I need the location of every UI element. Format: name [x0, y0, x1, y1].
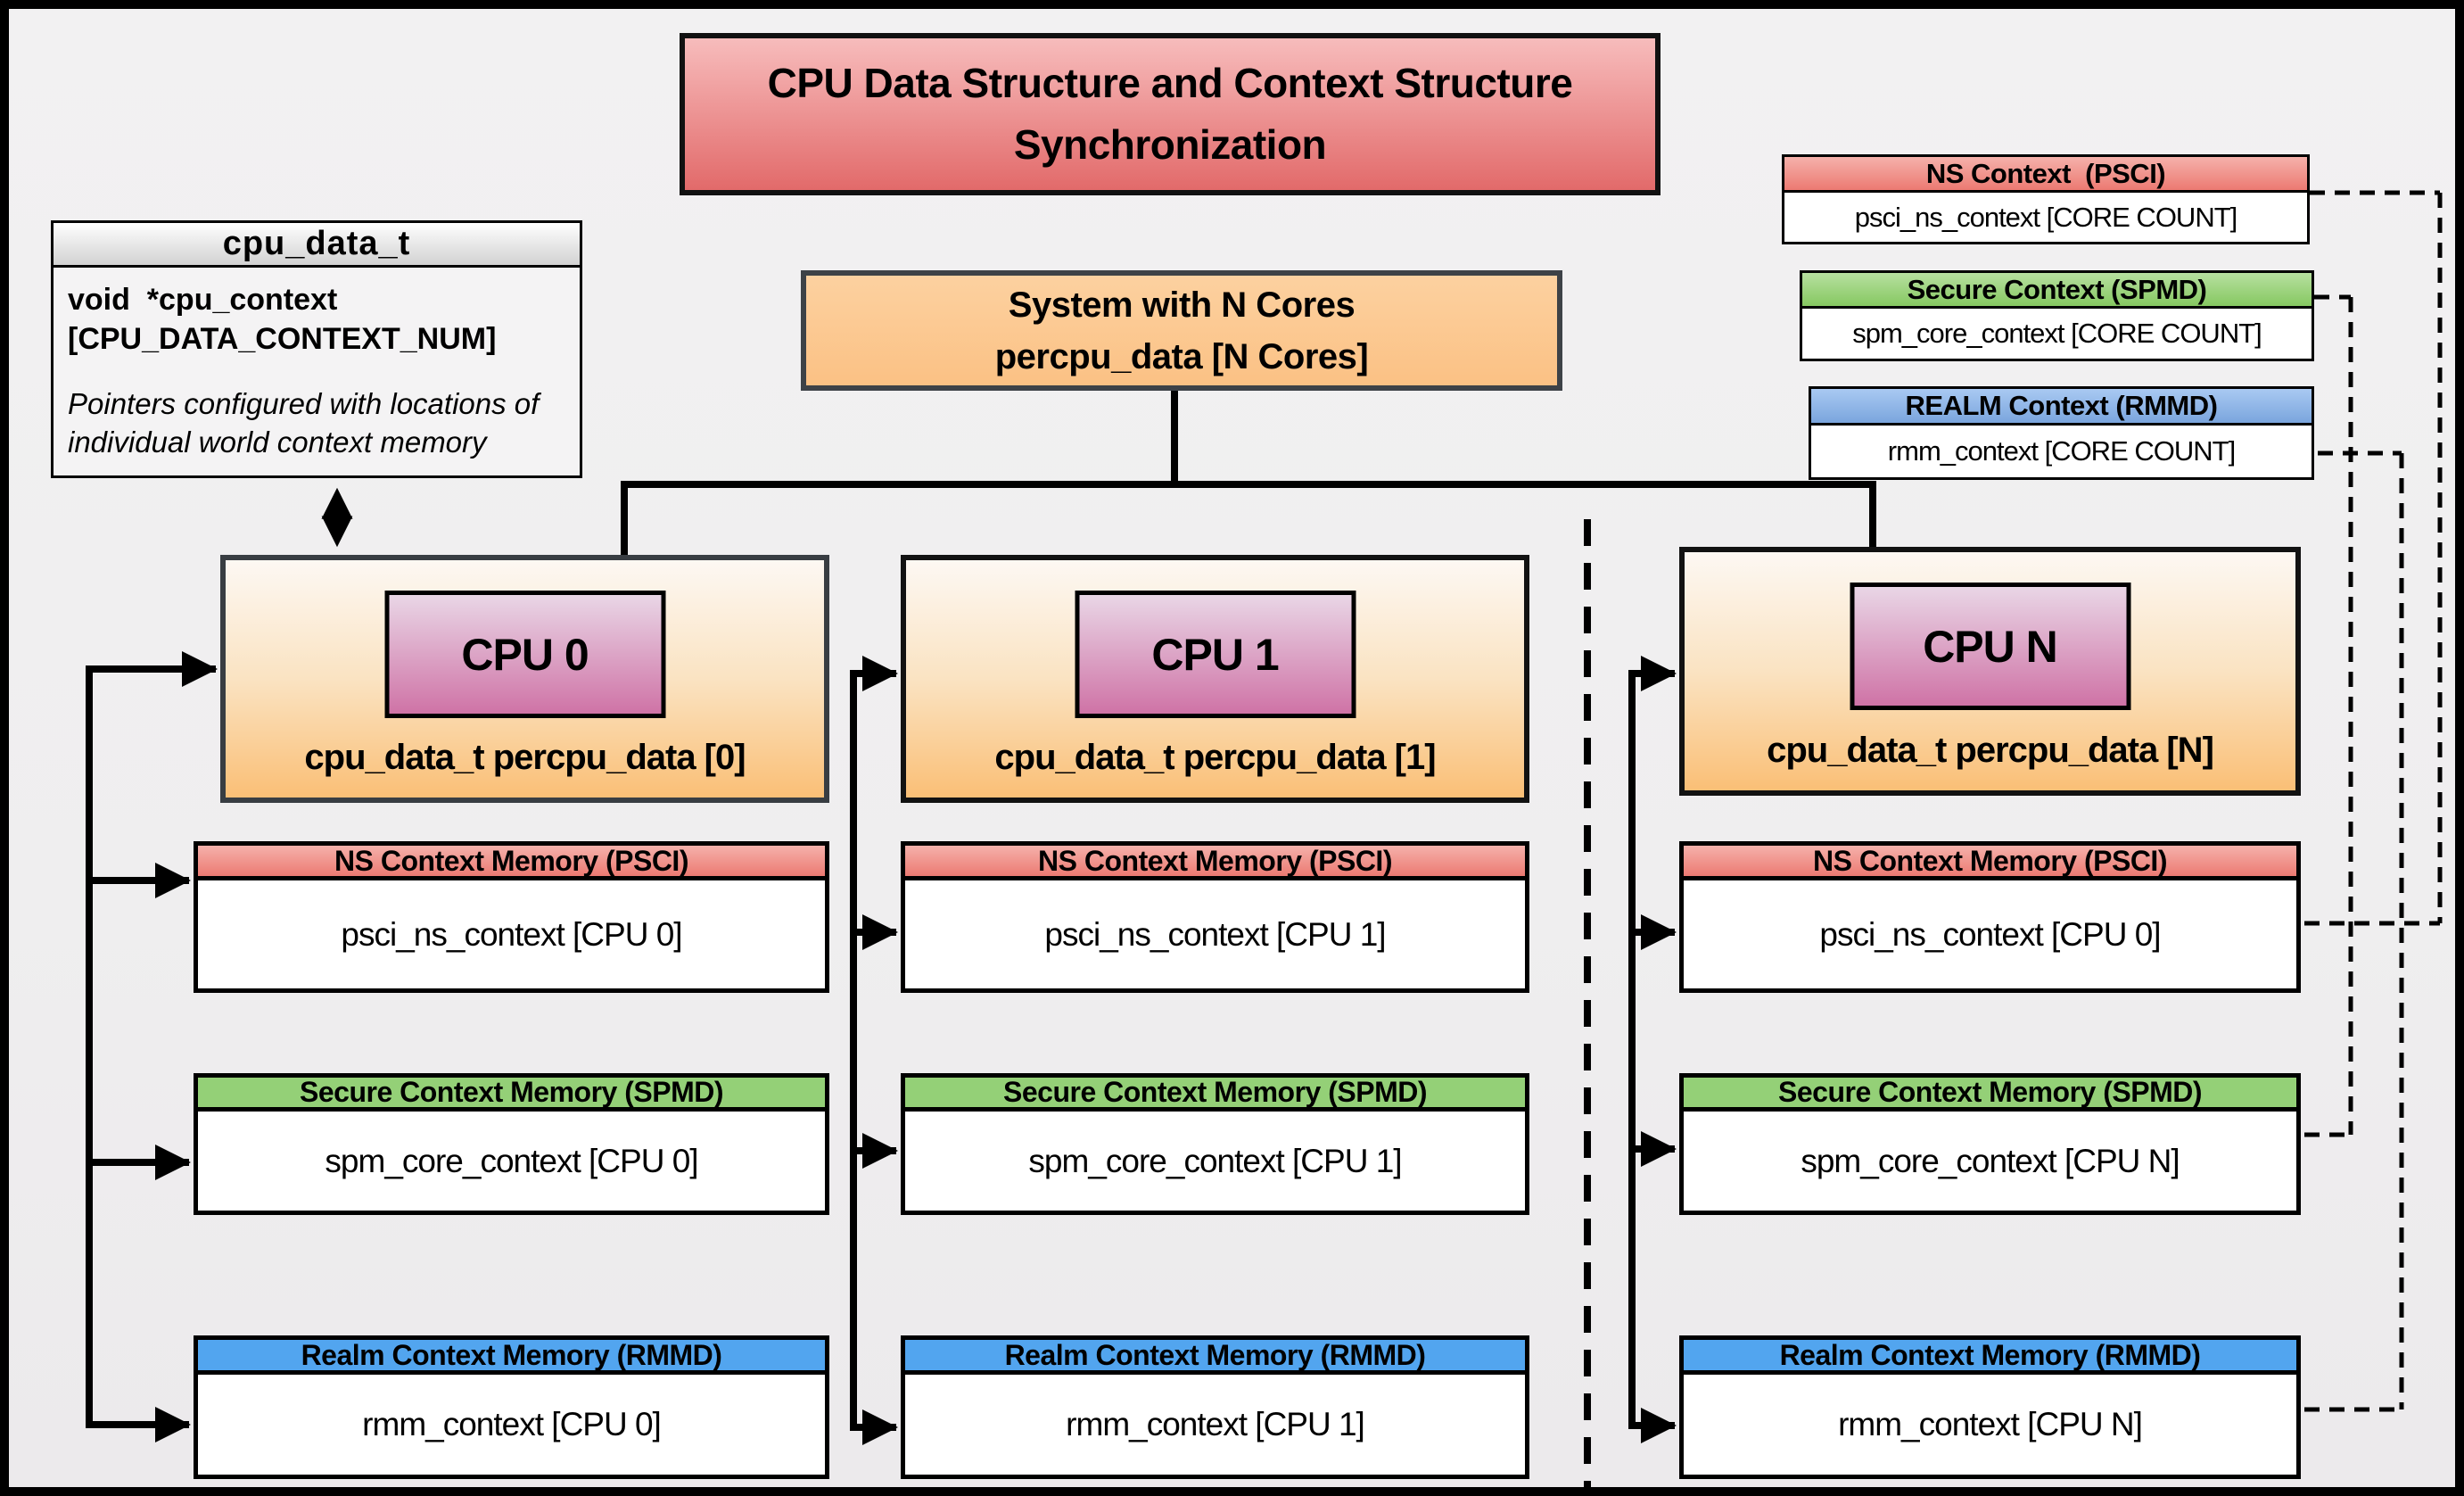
legend-ns-header: NS Context (PSCI) [1782, 154, 2310, 193]
cpu0-secure-context-memory-box: Secure Context Memory (SPMD) spm_core_co… [194, 1073, 829, 1215]
cpu1-secure-memory-body: spm_core_context [CPU 1] [901, 1112, 1529, 1215]
legend-secure-context: Secure Context (SPMD) spm_core_context [… [1800, 270, 2314, 361]
system-box: System with N Cores percpu_data [N Cores… [801, 270, 1562, 391]
cpu0-ns-memory-body: psci_ns_context [CPU 0] [194, 880, 829, 993]
legend-secure-body: spm_core_context [CORE COUNT] [1800, 309, 2314, 361]
cpu1-realm-memory-header: Realm Context Memory (RMMD) [901, 1335, 1529, 1375]
cpuN-secure-memory-header: Secure Context Memory (SPMD) [1679, 1073, 2301, 1112]
cpu1-pointer-bus [850, 656, 898, 1445]
cpuN-pointer-bus [1628, 656, 1677, 1443]
cpuN-ns-memory-header: NS Context Memory (PSCI) [1679, 841, 2301, 880]
cpu0-ns-memory-header: NS Context Memory (PSCI) [194, 841, 829, 880]
cpu1-box: CPU 1 cpu_data_t percpu_data [1] [901, 555, 1529, 803]
cpu-data-t-note: Pointers configured with locations of in… [68, 387, 540, 459]
diagram-title: CPU Data Structure and Context Structure… [680, 33, 1661, 195]
cpu0-ns-context-memory-box: NS Context Memory (PSCI) psci_ns_context… [194, 841, 829, 993]
cpuN-realm-memory-body: rmm_context [CPU N] [1679, 1375, 2301, 1479]
legend-realm-context: REALM Context (RMMD) rmm_context [CORE C… [1809, 386, 2314, 480]
cpu1-ns-memory-header: NS Context Memory (PSCI) [901, 841, 1529, 880]
cpu0-box: CPU 0 cpu_data_t percpu_data [0] [220, 555, 829, 803]
legend-ns-context: NS Context (PSCI) psci_ns_context [CORE … [1782, 154, 2310, 244]
cpu-data-t-struct-box: cpu_data_t void *cpu_context [CPU_DATA_C… [51, 220, 582, 478]
cpu0-realm-memory-body: rmm_context [CPU 0] [194, 1375, 829, 1479]
system-tree-connector [621, 387, 1876, 555]
cpuN-box: CPU N cpu_data_t percpu_data [N] [1679, 547, 2301, 796]
cpu1-label: CPU 1 [1075, 591, 1356, 718]
cpuN-secure-memory-body: spm_core_context [CPU N] [1679, 1112, 2301, 1215]
cpu0-label: CPU 0 [384, 591, 665, 718]
cpuN-secure-context-memory-box: Secure Context Memory (SPMD) spm_core_co… [1679, 1073, 2301, 1215]
cpu0-percpu-data: cpu_data_t percpu_data [0] [304, 738, 746, 777]
legend-link-ns-dashed [2304, 190, 2443, 926]
cpuN-realm-memory-header: Realm Context Memory (RMMD) [1679, 1335, 2301, 1375]
legend-secure-header: Secure Context (SPMD) [1800, 270, 2314, 309]
cpu-context-field-line2: [CPU_DATA_CONTEXT_NUM] [68, 322, 497, 357]
cpu-data-t-body: void *cpu_context [CPU_DATA_CONTEXT_NUM]… [51, 268, 582, 478]
cpu-context-field-line1: void *cpu_context [68, 283, 338, 317]
cpu1-realm-context-memory-box: Realm Context Memory (RMMD) rmm_context … [901, 1335, 1529, 1479]
cpu1-secure-context-memory-box: Secure Context Memory (SPMD) spm_core_co… [901, 1073, 1529, 1215]
legend-ns-body: psci_ns_context [CORE COUNT] [1782, 193, 2310, 244]
legend-link-realm-dashed [2304, 450, 2404, 1412]
system-box-line1: System with N Cores [1008, 285, 1356, 325]
cpuN-ns-memory-body: psci_ns_context [CPU 0] [1679, 880, 2301, 993]
cpuN-label: CPU N [1850, 583, 2130, 710]
cpu1-secure-memory-header: Secure Context Memory (SPMD) [901, 1073, 1529, 1112]
cpu1-ns-memory-body: psci_ns_context [CPU 1] [901, 880, 1529, 993]
cpu1-percpu-data: cpu_data_t percpu_data [1] [994, 738, 1436, 777]
cpuN-realm-context-memory-box: Realm Context Memory (RMMD) rmm_context … [1679, 1335, 2301, 1479]
cpu0-realm-memory-header: Realm Context Memory (RMMD) [194, 1335, 829, 1375]
cpu0-pointer-bus [86, 651, 218, 1442]
cpu0-secure-memory-body: spm_core_context [CPU 0] [194, 1112, 829, 1215]
cpu-data-t-header: cpu_data_t [51, 220, 582, 268]
cpu0-secure-memory-header: Secure Context Memory (SPMD) [194, 1073, 829, 1112]
legend-realm-body: rmm_context [CORE COUNT] [1809, 426, 2314, 480]
system-box-line2: percpu_data [N Cores] [994, 336, 1369, 376]
legend-realm-header: REALM Context (RMMD) [1809, 386, 2314, 426]
cpu0-realm-context-memory-box: Realm Context Memory (RMMD) rmm_context … [194, 1335, 829, 1479]
cpuN-percpu-data: cpu_data_t percpu_data [N] [1767, 731, 2214, 770]
cpuN-ns-context-memory-box: NS Context Memory (PSCI) psci_ns_context… [1679, 841, 2301, 993]
cpu1-ns-context-memory-box: NS Context Memory (PSCI) psci_ns_context… [901, 841, 1529, 993]
cpu1-realm-memory-body: rmm_context [CPU 1] [901, 1375, 1529, 1479]
